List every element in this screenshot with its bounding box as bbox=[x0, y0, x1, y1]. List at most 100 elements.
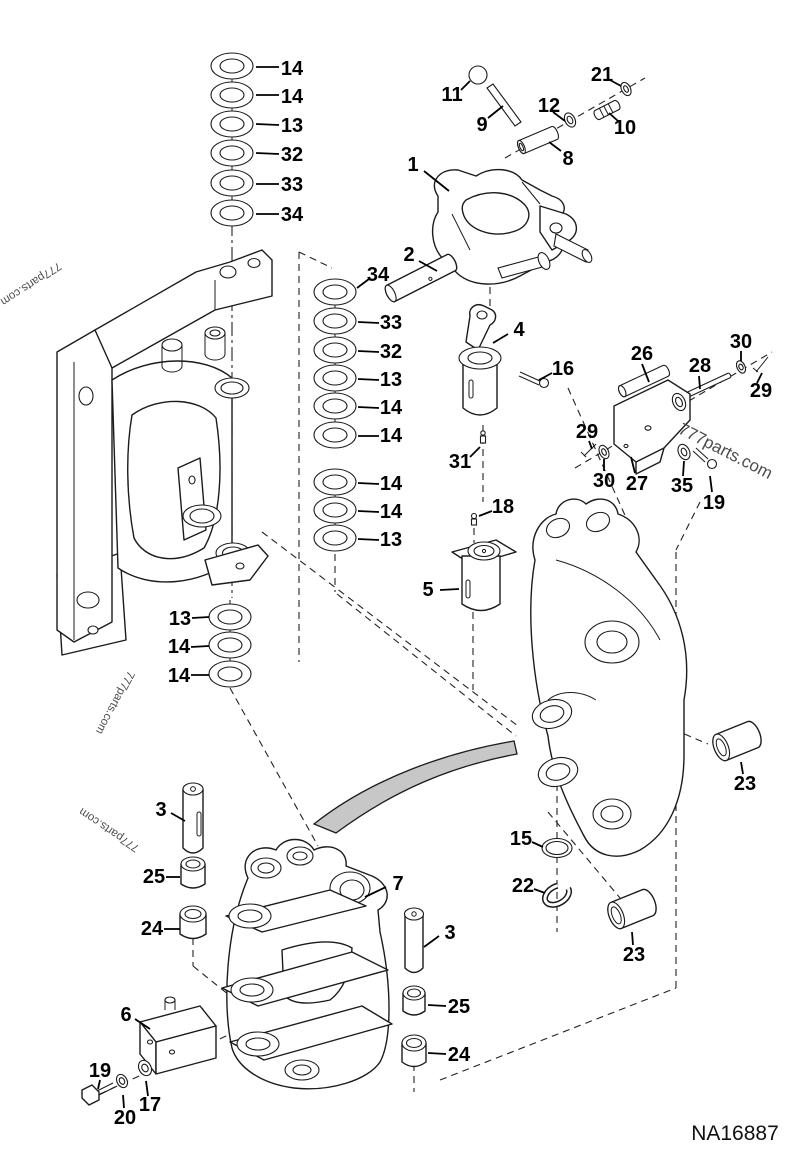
bushing-part-25-left bbox=[180, 856, 206, 889]
callout-32: 32 bbox=[255, 144, 303, 166]
callout-13: 13 bbox=[357, 529, 402, 551]
callout-11: 11 bbox=[441, 80, 471, 106]
callout-label: 19 bbox=[703, 492, 725, 514]
callout-label: 34 bbox=[281, 204, 304, 226]
watermark-text: 777parts.com bbox=[93, 669, 136, 736]
callout-label: 12 bbox=[538, 95, 560, 117]
swing-bracket-part bbox=[530, 498, 688, 857]
callout-label: 14 bbox=[281, 86, 304, 108]
callout-label: 3 bbox=[444, 922, 455, 944]
washer-part-35 bbox=[677, 443, 691, 461]
tube-part-8 bbox=[516, 125, 559, 155]
callout-10: 10 bbox=[608, 112, 636, 139]
callout-label: 14 bbox=[168, 636, 191, 658]
callout-14: 14 bbox=[256, 86, 304, 108]
bracket-part-27 bbox=[613, 379, 691, 475]
oring-part-12 bbox=[563, 112, 577, 128]
washer-part-17 bbox=[137, 1059, 153, 1077]
callout-label: 23 bbox=[734, 773, 756, 795]
callout-21: 21 bbox=[591, 64, 622, 87]
pivot-part-7 bbox=[221, 838, 393, 1090]
fitting-part-31 bbox=[479, 430, 487, 444]
pin-part-3-right bbox=[403, 907, 425, 974]
callout-17: 17 bbox=[139, 1080, 161, 1116]
callout-label: 30 bbox=[730, 331, 752, 353]
callout-label: 24 bbox=[141, 918, 164, 940]
callout-label: 3 bbox=[155, 799, 166, 821]
bushing-part-25-right bbox=[402, 985, 426, 1016]
bushing-part-24-right bbox=[401, 1034, 427, 1068]
callout-label: 4 bbox=[513, 319, 525, 341]
washer-stack-middle-lower bbox=[313, 468, 357, 552]
spring-part-10 bbox=[593, 99, 621, 121]
callout-label: 18 bbox=[492, 496, 514, 518]
callout-19: 19 bbox=[89, 1060, 111, 1090]
bolt-part-19-left bbox=[81, 1082, 116, 1106]
callout-32: 32 bbox=[357, 341, 402, 363]
oring-part-15 bbox=[541, 837, 573, 859]
callout-26: 26 bbox=[631, 343, 653, 383]
callout-label: 26 bbox=[631, 343, 653, 365]
callout-label: 7 bbox=[392, 873, 403, 895]
callout-31: 31 bbox=[449, 446, 481, 473]
callout-13: 13 bbox=[169, 608, 210, 630]
callout-label: 5 bbox=[422, 579, 433, 601]
callout-label: 25 bbox=[448, 996, 470, 1018]
washer-part-30-top bbox=[735, 360, 747, 374]
callout-14: 14 bbox=[168, 665, 209, 687]
lever-knob-parts bbox=[468, 65, 632, 155]
callout-label: 14 bbox=[380, 501, 403, 523]
callout-label: 14 bbox=[168, 665, 191, 687]
callout-34: 34 bbox=[356, 264, 390, 289]
callout-label: 29 bbox=[750, 380, 772, 402]
callout-label: 10 bbox=[614, 117, 636, 139]
callout-label: 2 bbox=[403, 244, 414, 266]
callout-label: 25 bbox=[143, 866, 165, 888]
callout-label: 29 bbox=[576, 421, 598, 443]
washer-stack-frame-bottom bbox=[208, 603, 252, 688]
callout-label: 13 bbox=[169, 608, 191, 630]
callout-14: 14 bbox=[168, 636, 210, 658]
figure-id: NA16887 bbox=[691, 1122, 779, 1145]
bolt-part-19-right bbox=[692, 447, 718, 470]
callout-1: 1 bbox=[407, 154, 450, 192]
callout-35: 35 bbox=[671, 460, 693, 497]
callout-label: 14 bbox=[380, 425, 403, 447]
callout-19: 19 bbox=[703, 475, 725, 514]
callout-24: 24 bbox=[141, 918, 180, 940]
callout-24: 24 bbox=[427, 1044, 471, 1066]
callout-label: 24 bbox=[448, 1044, 471, 1066]
callouts: 14 14 13 32 33 34 11 9 12 21 10 8 1 2 34… bbox=[89, 58, 772, 1129]
pin-part-2 bbox=[384, 253, 458, 303]
callout-label: 33 bbox=[380, 312, 402, 334]
washer-part-20 bbox=[115, 1073, 129, 1089]
watermark-text: 777parts.com bbox=[0, 260, 63, 308]
callout-label: 14 bbox=[380, 473, 403, 495]
callout-33: 33 bbox=[357, 312, 402, 334]
callout-9: 9 bbox=[476, 105, 504, 136]
callout-14: 14 bbox=[358, 425, 403, 447]
cotter-pin-part-29-top bbox=[752, 356, 769, 373]
plate-part-6 bbox=[139, 996, 217, 1075]
callout-12: 12 bbox=[538, 95, 566, 122]
snap-ring-part-22 bbox=[541, 882, 573, 908]
pivot-part-4 bbox=[458, 304, 502, 416]
cotter-pin-part-29-left bbox=[580, 443, 597, 458]
callout-label: 13 bbox=[380, 369, 402, 391]
callout-15: 15 bbox=[510, 828, 544, 850]
ball-part-11 bbox=[468, 65, 488, 85]
tube-part-26 bbox=[617, 364, 670, 398]
bushing-part-23-top bbox=[712, 720, 762, 762]
callout-label: 33 bbox=[281, 174, 303, 196]
callout-label: 30 bbox=[593, 470, 615, 492]
watermark-text: 777parts.com bbox=[675, 419, 775, 483]
watermark-text: 777parts.com bbox=[77, 805, 141, 854]
callout-30: 30 bbox=[593, 459, 615, 492]
callout-14: 14 bbox=[256, 58, 304, 80]
callout-label: 13 bbox=[380, 529, 402, 551]
callout-8: 8 bbox=[548, 141, 574, 170]
callout-29: 29 bbox=[750, 372, 772, 402]
bushing-part-24-left bbox=[179, 905, 207, 940]
bushing-part-23-bottom bbox=[607, 888, 657, 930]
